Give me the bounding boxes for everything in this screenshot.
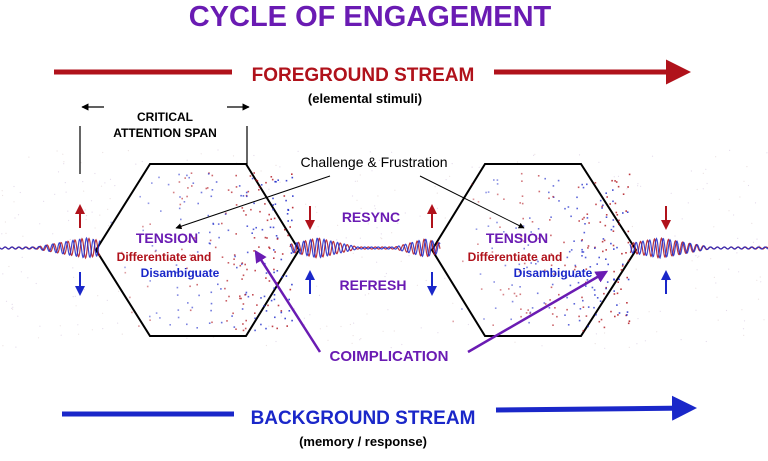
coimplication-arrow-left [254,249,322,353]
differentiate-label-right: Differentiate and [468,250,563,264]
coimplication-label: COIMPLICATION [330,348,449,365]
tension-label-right: TENSION [486,230,548,246]
hexagon-left [94,163,301,337]
tension-label-left: TENSION [136,230,198,246]
challenge-arrow-left [175,175,331,230]
wave-line [0,236,768,260]
challenge-arrow-right [419,175,525,229]
disambiguate-label-right: Disambiguate [514,266,593,280]
background-stream-sub: (memory / response) [299,434,427,449]
critical-span-line2: ATTENTION SPAN [113,126,217,140]
critical-span-line1: CRITICAL [137,110,193,124]
background-stream-label: BACKGROUND STREAM [251,408,476,429]
disambiguate-label-left: Disambiguate [141,266,220,280]
resync-label: RESYNC [342,209,400,225]
page-title: CYCLE OF ENGAGEMENT [189,1,552,33]
foreground-stream-label: FOREGROUND STREAM [252,65,475,86]
refresh-label: REFRESH [340,277,407,293]
challenge-label: Challenge & Frustration [300,154,447,170]
coimplication-arrow-right [467,270,609,354]
foreground-stream-sub: (elemental stimuli) [308,91,422,106]
hexagon-dot-texture [110,172,631,332]
differentiate-label-left: Differentiate and [117,250,212,264]
background-arrow-right [495,395,697,421]
